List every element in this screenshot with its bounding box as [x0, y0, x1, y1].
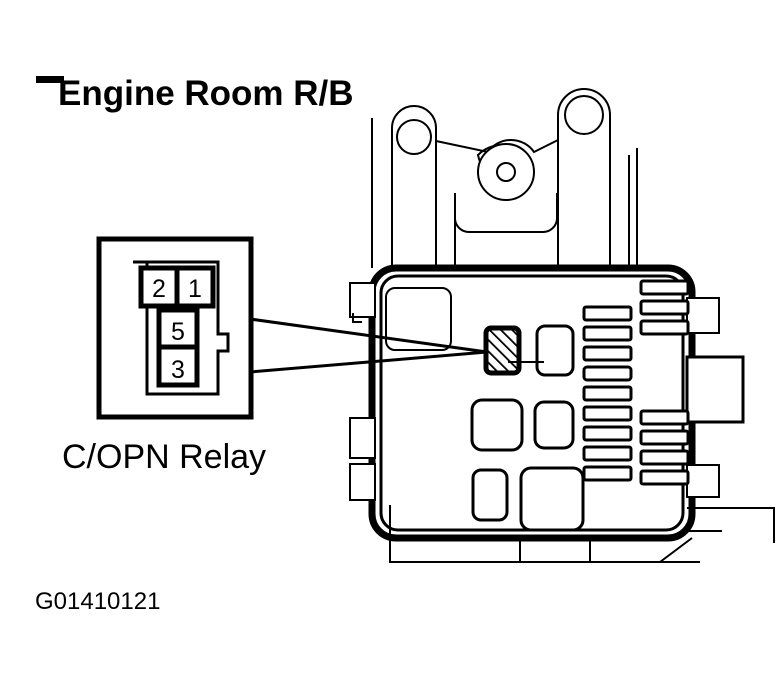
fuse-slot-r3 — [639, 319, 690, 336]
relay-slot-bottom-large — [519, 466, 585, 532]
fuse-slot-l6 — [582, 405, 633, 422]
connector-pin-label-2: 2 — [152, 275, 166, 303]
connector-detail-group: 2 1 5 3 — [96, 236, 254, 420]
relay-slots-group — [385, 287, 585, 532]
connector-body-outline — [133, 260, 230, 396]
left-tab-1 — [349, 282, 376, 318]
fuse-slot-l1 — [582, 305, 633, 322]
bracket-hole-left — [396, 119, 432, 155]
fuse-slot-l2 — [582, 325, 633, 342]
fuse-slot-r2 — [639, 299, 690, 316]
copn-relay-slot-highlight — [483, 325, 522, 376]
bracket-hole-right — [564, 95, 604, 135]
bracket-skirt — [454, 193, 558, 234]
connector-pin-cell-2 — [138, 265, 180, 309]
relay-slot-bottom-narrow — [471, 468, 509, 522]
right-lower-flange — [687, 507, 775, 543]
left-tab-2 — [349, 417, 376, 459]
right-tab-2-large — [685, 355, 745, 424]
leader-lines — [249, 317, 488, 374]
connector-pin-label-3: 3 — [171, 356, 185, 384]
connector-pin-cell-1 — [174, 265, 216, 309]
relay-slot-middle-left — [470, 398, 524, 452]
connector-pin-label-1: 1 — [188, 275, 202, 303]
left-tab-notch — [352, 313, 362, 323]
page-title: Engine Room R/B — [58, 74, 354, 113]
fuse-slot-r6 — [639, 449, 690, 466]
right-tab-1 — [686, 297, 720, 334]
fuse-slot-l7 — [582, 425, 633, 442]
fuse-slot-r4 — [639, 409, 690, 426]
fuse-slot-r5 — [639, 429, 690, 446]
leader-line-lower — [249, 350, 488, 374]
right-tab-3 — [686, 464, 720, 498]
left-mounting-tabs — [349, 282, 376, 501]
mounting-bracket-group — [371, 88, 638, 268]
right-mounting-tabs — [685, 297, 775, 543]
copn-relay-slot — [483, 325, 522, 376]
fuse-column-right — [639, 279, 690, 486]
left-tab-3 — [349, 463, 376, 501]
title-clipped-remnant — [36, 76, 64, 83]
fuse-slot-l8 — [582, 445, 633, 462]
leader-line-upper — [249, 317, 488, 354]
relay-slot-middle-right — [533, 400, 575, 450]
figure-id: G01410121 — [35, 588, 160, 615]
fuse-slot-r1 — [639, 279, 690, 296]
bracket-center-hole — [496, 162, 516, 182]
connector-pin-label-5: 5 — [171, 318, 185, 346]
bottom-flange — [389, 505, 700, 563]
bracket-left-tab — [391, 105, 437, 268]
fuse-slot-l5 — [582, 385, 633, 402]
bottom-flange-center-tab — [519, 538, 591, 563]
relay-slot-top-left — [385, 287, 452, 351]
fuse-slot-l9 — [582, 465, 633, 482]
relay-slot-upper-right — [535, 324, 575, 377]
bottom-flange-left — [389, 505, 520, 563]
page-title-group: Engine Room R/B — [36, 74, 354, 113]
connector-caption: C/OPN Relay — [62, 438, 266, 476]
fuse-slot-l3 — [582, 345, 633, 362]
bracket-right-tab — [557, 88, 611, 268]
fuse-slot-l4 — [582, 365, 633, 382]
fuse-column-left — [582, 305, 633, 482]
fuse-slot-r7 — [639, 469, 690, 486]
connector-pin-cell-3 — [156, 344, 200, 388]
